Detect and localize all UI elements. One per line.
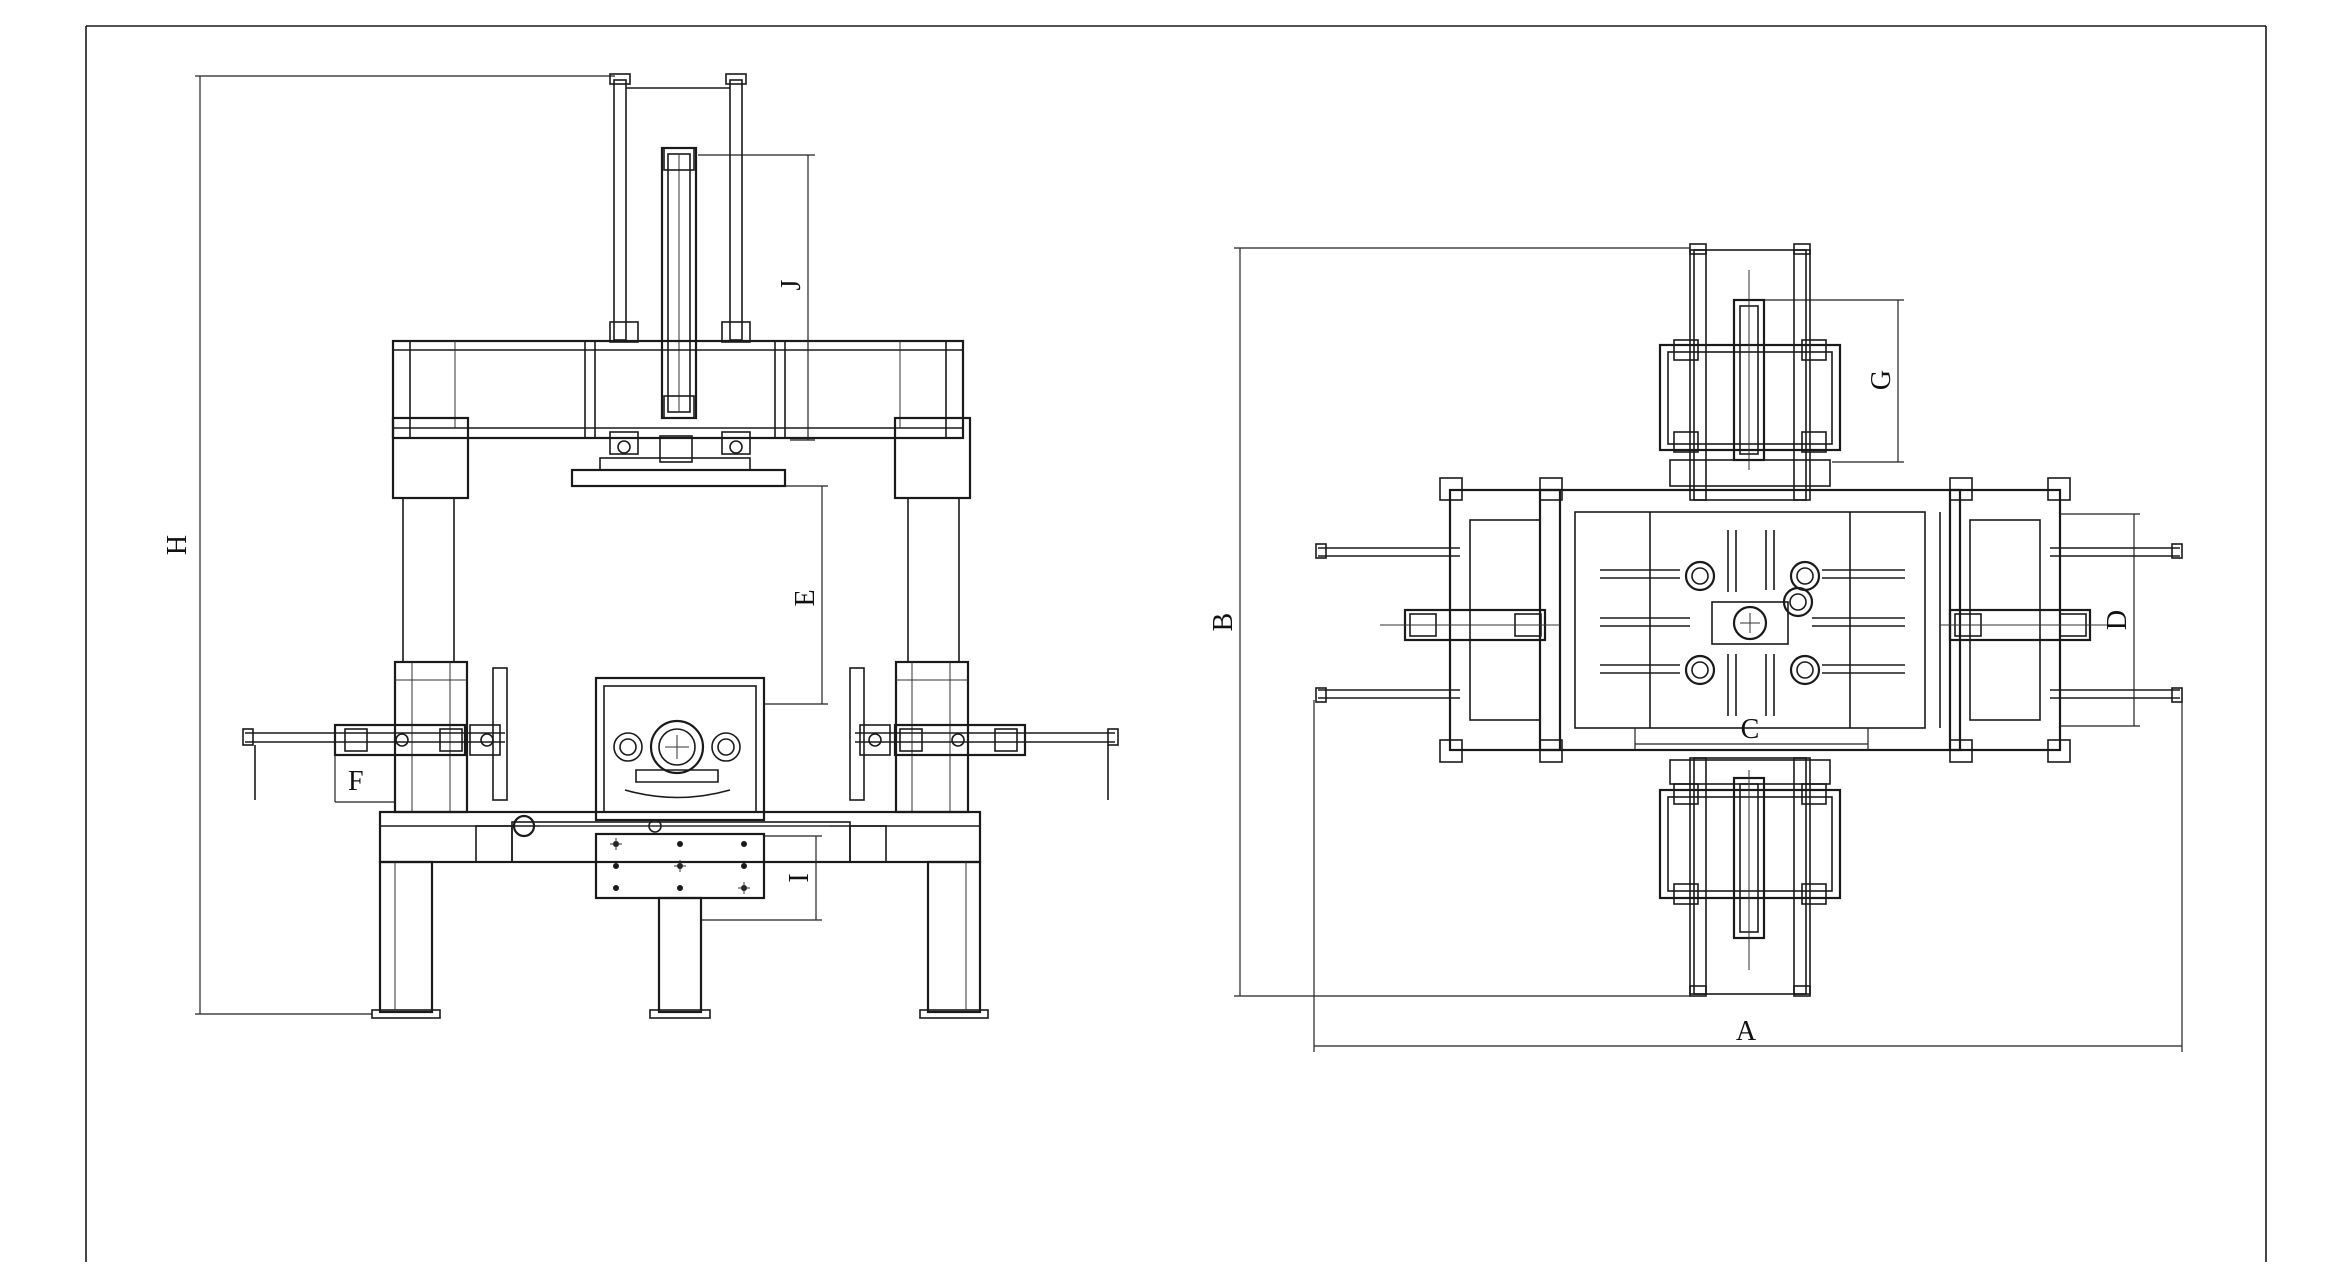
- dimension-label-h: H: [162, 535, 193, 555]
- sheet-border: [85, 25, 2267, 1262]
- main-cylinder: [660, 146, 698, 420]
- dimension-h: H: [162, 75, 615, 1015]
- right-side-arm: [855, 723, 1119, 800]
- dimension-label-f: F: [348, 766, 364, 797]
- dimension-label-j: J: [776, 279, 807, 290]
- top-view: A B G C D: [1208, 243, 2183, 1052]
- dimension-f: F: [334, 742, 395, 803]
- left-column: [391, 416, 470, 814]
- dimension-a: A: [1313, 700, 2183, 1052]
- legs: [371, 860, 989, 1019]
- dimension-label-b: B: [1208, 613, 1239, 632]
- dimension-i: I: [700, 835, 822, 921]
- bottom-arm: [1658, 757, 1842, 997]
- dimension-label-c: C: [1741, 714, 1760, 745]
- dimension-e: E: [764, 485, 828, 705]
- dimension-j: J: [698, 154, 815, 441]
- left-station: [1315, 477, 1563, 763]
- top-arm: [1658, 243, 1842, 501]
- central-table: [1538, 488, 1962, 752]
- right-station: [1940, 477, 2183, 763]
- press-plate: [570, 468, 787, 488]
- dimension-c: C: [1634, 714, 1869, 750]
- control-box: [594, 832, 766, 900]
- mold-block: [594, 676, 766, 822]
- dimension-d: D: [2060, 513, 2140, 727]
- beam-clamps: [609, 321, 751, 463]
- left-side-arm: [242, 723, 505, 800]
- front-view: H J E F I: [162, 73, 1119, 1019]
- upper-cross-beam: [391, 339, 965, 440]
- dimension-b: B: [1208, 247, 1690, 997]
- dimension-g: G: [1764, 299, 1904, 463]
- dimension-label-d: D: [2102, 610, 2133, 630]
- dimension-label-i: I: [784, 873, 815, 882]
- top-guide-rods: [609, 73, 747, 341]
- dimension-label-g: G: [1866, 370, 1897, 390]
- dimension-label-a: A: [1736, 1016, 1757, 1047]
- right-column: [893, 416, 972, 814]
- dimension-label-e: E: [790, 589, 821, 606]
